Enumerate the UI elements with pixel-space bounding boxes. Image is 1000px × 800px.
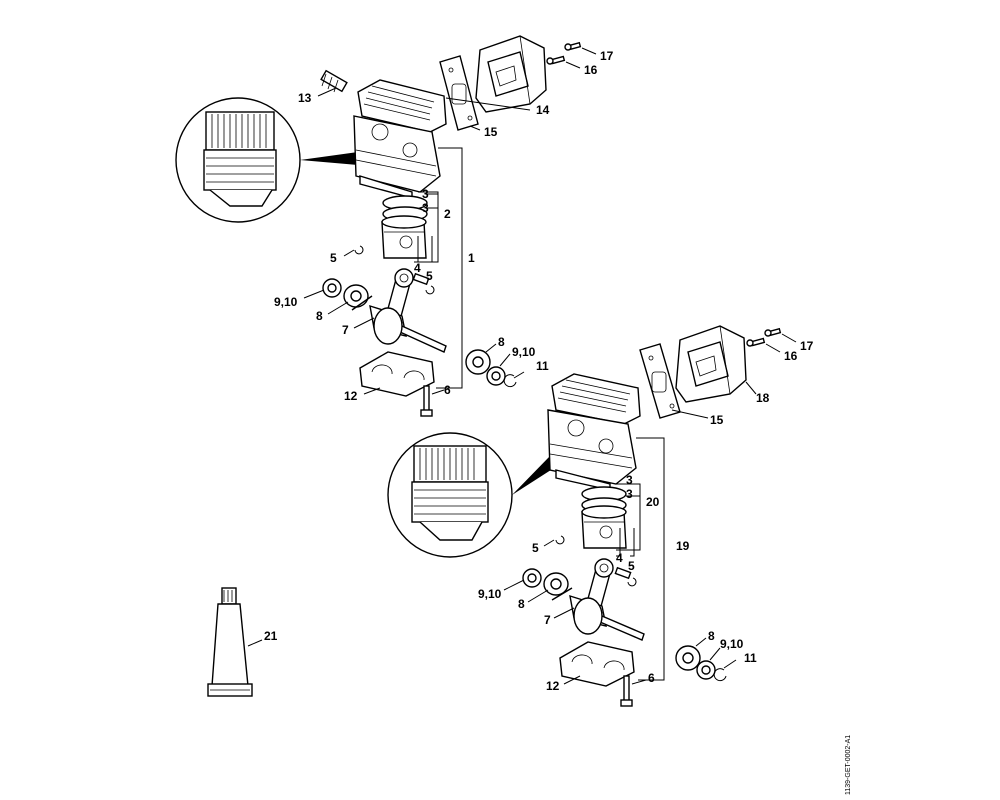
label-16: 16 (584, 63, 598, 77)
label-11-lower: 11 (744, 651, 757, 665)
spark-plug (320, 69, 348, 93)
label-5: 5 (330, 251, 337, 265)
muffler-2 (675, 325, 747, 403)
label-6-lower: 6 (648, 671, 655, 685)
muffler-gasket (439, 55, 479, 131)
label-14: 14 (536, 103, 550, 117)
cylinder-2 (547, 373, 641, 491)
label-20: 20 (646, 495, 660, 509)
label-15: 15 (484, 125, 498, 139)
label-6: 6 (444, 383, 451, 397)
piston (381, 215, 427, 259)
label-8-lower: 8 (518, 597, 525, 611)
label-21: 21 (264, 629, 278, 643)
label-17: 17 (600, 49, 614, 63)
upper-assembly: 13 14 15 16 17 3 3 2 1 5 4 5 9,10 8 7 12… (175, 35, 614, 417)
muffler-gasket-2 (639, 343, 681, 419)
label-5-lower: 5 (532, 541, 539, 555)
label-1: 1 (468, 251, 475, 265)
label-12: 12 (344, 389, 358, 403)
label-3a-lower: 3 (626, 473, 633, 487)
label-4: 4 (414, 261, 421, 275)
crankshaft (351, 268, 447, 353)
label-3a: 3 (422, 187, 429, 201)
label-19: 19 (676, 539, 690, 553)
label-8b-lower: 8 (708, 629, 715, 643)
label-5b-lower: 5 (628, 559, 635, 573)
label-7-lower: 7 (544, 613, 551, 627)
label-2: 2 (444, 207, 451, 221)
label-7: 7 (342, 323, 349, 337)
lower-assembly: 18 15 16 17 3 3 20 19 5 4 5 9,10 8 7 12 … (207, 325, 814, 707)
label-15-lower: 15 (710, 413, 724, 427)
cylinder-detail-callout (175, 97, 358, 223)
label-11: 11 (536, 359, 549, 373)
crankcase-half (359, 351, 435, 397)
label-12-lower: 12 (546, 679, 560, 693)
label-9-10-lower: 9,10 (478, 587, 502, 601)
label-9-10: 9,10 (274, 295, 298, 309)
crankcase-half-2 (559, 641, 635, 687)
label-17-lower: 17 (800, 339, 814, 353)
label-8: 8 (316, 309, 323, 323)
label-3b: 3 (422, 201, 429, 215)
muffler (475, 35, 547, 113)
label-9-10b-lower: 9,10 (720, 637, 744, 651)
crankshaft-2 (551, 558, 645, 641)
cylinder-detail-callout-2 (387, 432, 554, 558)
cylinder (353, 79, 447, 199)
lower-leader-lines (247, 333, 797, 685)
grease-tube (207, 587, 253, 697)
label-8b: 8 (498, 335, 505, 349)
label-18: 18 (756, 391, 770, 405)
label-4-lower: 4 (616, 551, 623, 565)
label-13: 13 (298, 91, 312, 105)
label-3b-lower: 3 (626, 487, 633, 501)
upper-leader-lines (303, 47, 597, 395)
reference-code: 1139-GET-0002-A1 (845, 735, 852, 795)
label-5b: 5 (426, 269, 433, 283)
label-16-lower: 16 (784, 349, 798, 363)
label-9-10b: 9,10 (512, 345, 536, 359)
